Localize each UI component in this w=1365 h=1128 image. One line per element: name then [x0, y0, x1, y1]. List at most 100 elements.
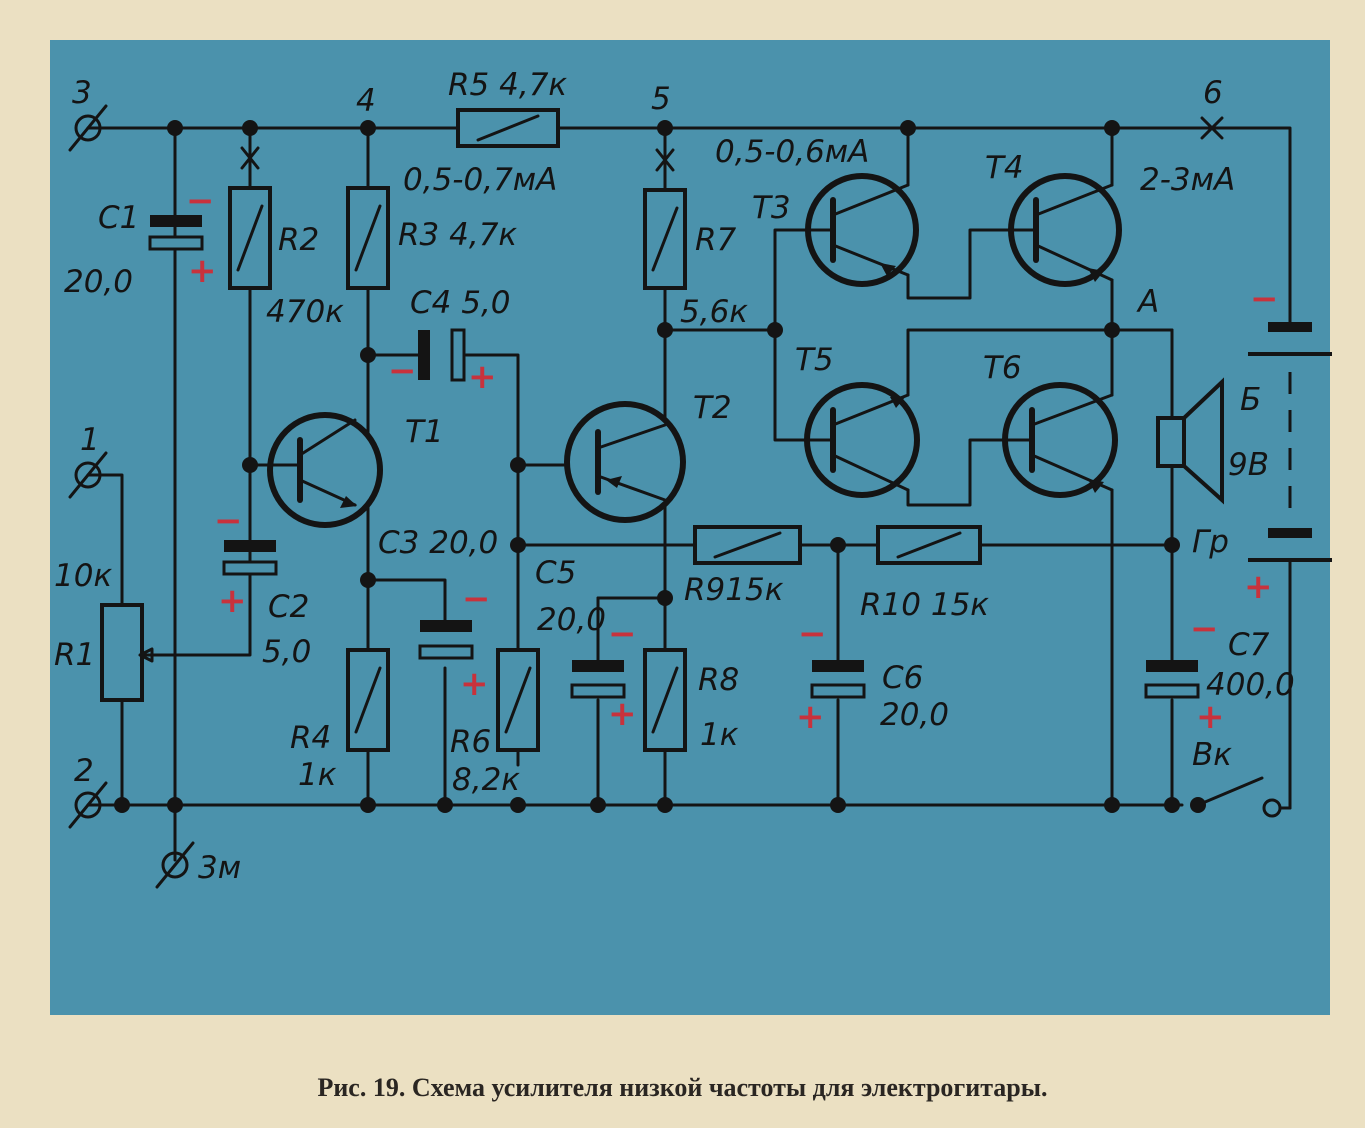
t5-label: T5	[795, 342, 834, 378]
r2-value: 470к	[266, 294, 344, 330]
c7-value: 400,0	[1206, 667, 1295, 703]
r1-value: 10к	[54, 558, 112, 594]
r6-name: R6	[450, 724, 491, 760]
c6-minus: −	[798, 614, 827, 654]
terminal-2	[68, 781, 108, 829]
r1-name: R1	[54, 637, 95, 673]
r4-value: 1к	[298, 757, 337, 793]
battery-name: Б	[1240, 382, 1261, 418]
capacitor-c3	[418, 620, 474, 660]
transistor-t1	[248, 412, 383, 528]
current-label-2: 0,5-0,6мА	[715, 134, 869, 170]
r8-value: 1к	[700, 717, 739, 753]
c5-value: 20,0	[537, 602, 606, 638]
r2-name: R2	[278, 222, 319, 258]
node-5-label: 5	[651, 81, 671, 117]
measure-cross-r2	[240, 146, 260, 170]
t2-label: T2	[693, 390, 732, 426]
resistor-r1	[100, 603, 154, 702]
c1-minus: −	[186, 181, 215, 221]
capacitor-c4	[418, 328, 466, 382]
c2-name: C2	[268, 589, 309, 625]
c5-plus: +	[608, 694, 637, 734]
capacitor-c6	[810, 660, 866, 699]
figure-caption: Рис. 19. Схема усилителя низкой частоты …	[317, 1073, 1048, 1102]
c2-plus: +	[218, 581, 247, 621]
current-label-3: 2-3мА	[1140, 162, 1235, 198]
speaker-icon	[1156, 328, 1224, 547]
c1-name: C1	[98, 200, 139, 236]
c2-minus: −	[214, 501, 243, 541]
terminal-3	[68, 104, 108, 152]
r9-label: R915к	[684, 572, 784, 608]
c2-value: 5,0	[262, 634, 311, 670]
battery-value: 9В	[1228, 447, 1269, 483]
resistor-r4	[346, 648, 390, 752]
c5-name: C5	[535, 555, 576, 591]
t4-label: T4	[985, 150, 1024, 186]
labels: 3 4 5 6 1 2 3м R5 4,7к 0,5-0,7мА 0,5-0,6…	[54, 67, 1295, 886]
battery-minus: −	[1250, 279, 1279, 319]
node-6-label: 6	[1203, 75, 1223, 111]
node-1-label: 1	[80, 422, 100, 458]
c1-value: 20,0	[64, 264, 133, 300]
c6-plus: +	[796, 697, 825, 737]
polarity-marks: − + − + − + − + − + − + − + − +	[186, 181, 1279, 737]
resistor-r8	[643, 648, 687, 752]
capacitor-c2	[222, 540, 278, 576]
c7-plus: +	[1196, 697, 1225, 737]
c7-name: C7	[1228, 627, 1270, 663]
junction-dots	[114, 120, 1180, 813]
capacitor-c7	[1144, 660, 1200, 699]
measure-cross-6	[1200, 116, 1224, 140]
battery-icon	[1248, 322, 1332, 562]
node-a-label: А	[1136, 284, 1159, 320]
transistor-t3	[803, 173, 919, 287]
resistor-r6	[496, 648, 540, 752]
t1-label: T1	[405, 414, 444, 450]
r7-name: R7	[695, 222, 737, 258]
c3-label: C3 20,0	[378, 525, 498, 561]
resistor-r7	[643, 188, 687, 290]
capacitor-c5	[570, 660, 626, 699]
r4-name: R4	[290, 720, 331, 756]
transistor-t5	[803, 382, 920, 498]
c4-plus: +	[468, 357, 497, 397]
c3-minus: −	[462, 579, 491, 619]
resistor-r10	[876, 525, 982, 565]
t6-label: T6	[983, 350, 1022, 386]
current-label-1: 0,5-0,7мА	[403, 162, 557, 198]
resistor-r3	[346, 186, 390, 290]
r5-label: R5 4,7к	[448, 67, 567, 103]
r8-name: R8	[698, 662, 739, 698]
t3-label: T3	[752, 190, 791, 226]
battery-plus: +	[1244, 567, 1273, 607]
c5-minus: −	[608, 614, 637, 654]
c3-plus: +	[460, 664, 489, 704]
node-3m-label: 3м	[198, 850, 241, 886]
terminal-1	[68, 451, 108, 499]
switch-vk	[1190, 776, 1292, 818]
resistor-r9	[693, 525, 802, 565]
c7-minus: −	[1190, 609, 1219, 649]
r7-value: 5,6к	[680, 294, 748, 330]
resistor-r5	[456, 108, 560, 148]
resistor-r2	[228, 186, 272, 290]
capacitor-c1	[148, 215, 204, 251]
c4-label: C4 5,0	[410, 285, 511, 321]
node-2-label: 2	[74, 753, 94, 789]
terminal-3m	[155, 841, 195, 889]
node-4-label: 4	[356, 83, 376, 119]
transistor-t2	[564, 401, 686, 523]
transistor-t6	[1002, 382, 1118, 498]
c4-minus: −	[388, 351, 417, 391]
transistor-t4	[1003, 173, 1122, 287]
c1-plus: +	[188, 251, 217, 291]
speaker-label: Гр	[1192, 524, 1229, 560]
r10-label: R10 15к	[860, 587, 989, 623]
switch-label: Вк	[1192, 737, 1232, 773]
measure-cross-r7	[655, 148, 675, 172]
c6-name: C6	[882, 660, 923, 696]
